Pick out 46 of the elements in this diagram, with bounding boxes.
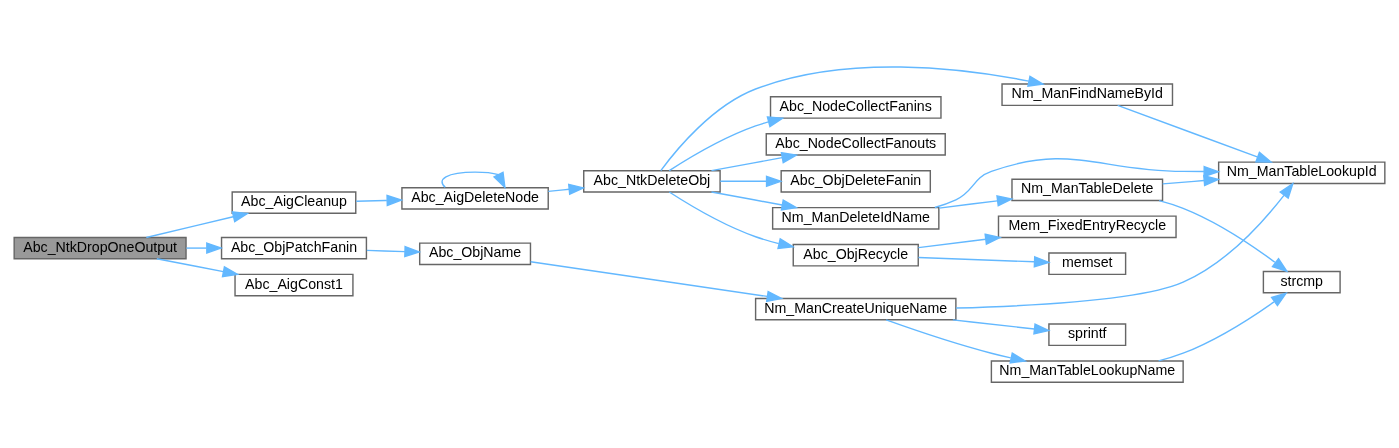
arrow bbox=[668, 190, 796, 249]
arrow bbox=[885, 318, 1028, 364]
node-box: Abc_AigCleanup bbox=[231, 190, 357, 214]
arrow bbox=[441, 170, 506, 189]
arrow bbox=[710, 151, 799, 171]
arrow bbox=[1116, 104, 1273, 163]
arrow bbox=[1157, 291, 1288, 362]
arrow bbox=[185, 241, 224, 254]
arrow bbox=[660, 65, 1045, 171]
node-box: Nm_ManTableDelete bbox=[1011, 178, 1164, 201]
arrow bbox=[917, 255, 1051, 268]
node-box: Abc_ObjPatchFanin bbox=[220, 236, 368, 259]
arrow bbox=[355, 194, 404, 206]
node-box: Abc_NtkDeleteObj bbox=[583, 169, 721, 193]
node-box: strcmp bbox=[1262, 270, 1341, 294]
node-box: Nm_ManDeleteIdName bbox=[771, 206, 940, 230]
arrow bbox=[1162, 174, 1221, 187]
arrow bbox=[668, 115, 785, 171]
node-box: Abc_ObjRecycle bbox=[792, 243, 919, 267]
node-box: memset bbox=[1048, 251, 1127, 275]
arrow bbox=[719, 174, 783, 187]
arrow bbox=[1158, 199, 1289, 273]
node-box: Abc_AigDeleteNode bbox=[401, 186, 549, 210]
node-box: Abc_NtkDropOneOutput bbox=[13, 236, 187, 259]
arrow bbox=[917, 232, 1003, 248]
arrow bbox=[955, 181, 1295, 309]
arrow bbox=[156, 257, 240, 277]
node-box: Nm_ManTableLookupName bbox=[990, 359, 1184, 383]
arrow bbox=[934, 157, 1221, 208]
arrow bbox=[529, 260, 784, 302]
node-box: Abc_ObjDeleteFanin bbox=[780, 169, 931, 193]
node-box: Abc_ObjName bbox=[419, 241, 532, 265]
node-box: Nm_ManFindNameById bbox=[1001, 82, 1174, 106]
node-box: Nm_ManCreateUniqueName bbox=[754, 297, 957, 321]
node-box: Abc_NodeCollectFanins bbox=[769, 95, 942, 119]
arrow bbox=[547, 182, 586, 195]
node-box: Abc_NodeCollectFanouts bbox=[765, 132, 946, 156]
node-box: Mem_FixedEntryRecycle bbox=[997, 214, 1177, 238]
arrow bbox=[145, 210, 250, 238]
arrow bbox=[366, 245, 422, 258]
arrow bbox=[710, 190, 799, 211]
node-box: Abc_AigConst1 bbox=[234, 273, 354, 296]
arrow bbox=[952, 318, 1051, 335]
node-box: Nm_ManTableLookupId bbox=[1217, 160, 1386, 184]
arrow bbox=[938, 194, 1014, 209]
node-box: sprintf bbox=[1048, 322, 1127, 346]
